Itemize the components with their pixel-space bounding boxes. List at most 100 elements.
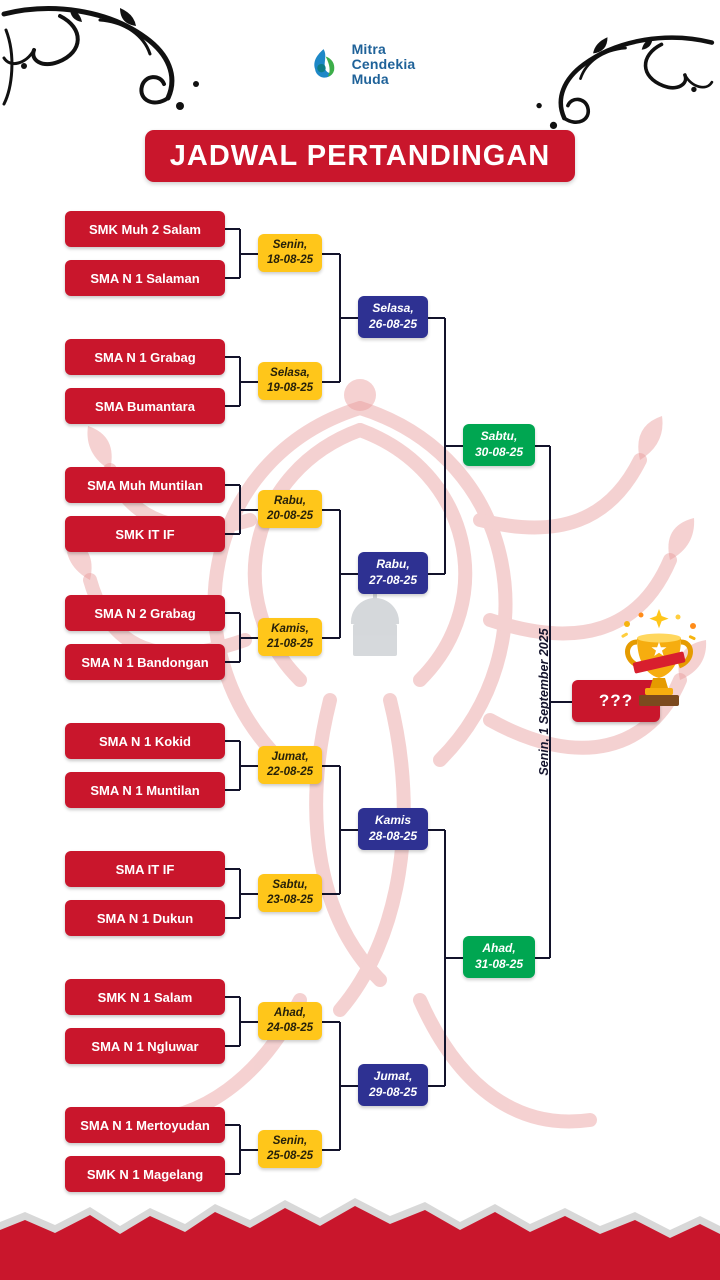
team-box: SMK N 1 Magelang — [65, 1156, 225, 1192]
connector-line — [225, 1124, 240, 1126]
torn-paper-edge — [0, 1198, 720, 1280]
match-date: 31-08-25 — [474, 957, 524, 971]
match-date-box: Senin, 25-08-25 — [258, 1130, 322, 1168]
match-day: Sabtu, — [272, 879, 308, 892]
connector-line — [445, 956, 463, 959]
connector-line — [340, 1084, 358, 1087]
connector-line — [225, 1173, 240, 1175]
connector-line — [340, 828, 358, 831]
team-box: SMK Muh 2 Salam — [65, 211, 225, 247]
match-4: SMA N 2 Grabag SMA N 1 Bandongan Kamis, … — [65, 595, 322, 682]
team-name: SMA N 1 Kokid — [99, 733, 191, 749]
page-title: JADWAL PERTANDINGAN — [169, 139, 551, 172]
logo-text-line: Muda — [351, 71, 389, 88]
team-name: SMK Muh 2 Salam — [89, 221, 201, 237]
team-name: SMA N 1 Dukun — [96, 910, 194, 926]
match-day: Ahad, — [482, 941, 516, 956]
connector-line — [240, 380, 258, 383]
team-name: SMA N 1 Bandongan — [81, 654, 209, 670]
team-name: SMA N 1 Muntilan — [90, 782, 200, 798]
match-3: SMA Muh Muntilan SMK IT IF Rabu, 20-08-2… — [65, 467, 322, 554]
connector-line — [322, 1020, 340, 1023]
match-date: 29-08-25 — [368, 1085, 418, 1099]
team-box: SMA N 1 Kokid — [65, 723, 225, 759]
match-day: Ahad, — [274, 1007, 306, 1020]
connector-line — [225, 533, 240, 535]
match-date: 26-08-25 — [368, 317, 418, 331]
team-name: SMA N 1 Mertoyudan — [80, 1117, 210, 1133]
match-day: Selasa, — [270, 367, 310, 380]
team-box: SMA Muh Muntilan — [65, 467, 225, 503]
team-box: SMA N 1 Mertoyudan — [65, 1107, 225, 1143]
team-box: SMA N 1 Dukun — [65, 900, 225, 936]
match-day: Senin, — [272, 1135, 308, 1148]
connector-line — [240, 764, 258, 767]
match-date: 30-08-25 — [474, 445, 524, 459]
team-name: SMK N 1 Salam — [97, 989, 193, 1005]
match-6: SMA IT IF SMA N 1 Dukun Sabtu, 23-08-25 — [65, 851, 322, 938]
team-box: SMK IT IF — [65, 516, 225, 552]
match-day: Jumat, — [271, 751, 309, 764]
team-name: SMK IT IF — [115, 526, 175, 542]
connector-line — [550, 700, 572, 703]
match-2: SMA N 1 Grabag SMA Bumantara Selasa, 19-… — [65, 339, 322, 426]
match-date: 27-08-25 — [368, 573, 418, 587]
match-date: 28-08-25 — [368, 829, 418, 843]
match-date: 21-08-25 — [266, 638, 314, 650]
match-8: SMA N 1 Mertoyudan SMK N 1 Magelang Seni… — [65, 1107, 322, 1194]
round2-date-box: Rabu, 27-08-25 — [358, 552, 428, 594]
connector-line — [225, 612, 240, 614]
connector-line — [225, 1045, 240, 1047]
match-date: 24-08-25 — [266, 1022, 314, 1034]
team-name: SMA N 1 Salaman — [90, 270, 200, 286]
team-box: SMA N 1 Muntilan — [65, 772, 225, 808]
connector-line — [428, 1084, 445, 1087]
connector-line — [428, 572, 445, 575]
connector-line — [428, 828, 445, 831]
logo-text: Mitra Cendekia Muda — [351, 41, 416, 88]
connector-line — [225, 917, 240, 919]
connector-line — [240, 508, 258, 511]
match-date: 20-08-25 — [266, 510, 314, 522]
logo-icon — [314, 48, 335, 78]
team-box: SMA N 1 Bandongan — [65, 644, 225, 680]
team-box: SMA N 1 Salaman — [65, 260, 225, 296]
trophy-icon — [621, 609, 696, 706]
match-date: 19-08-25 — [266, 382, 314, 394]
match-5: SMA N 1 Kokid SMA N 1 Muntilan Jumat, 22… — [65, 723, 322, 810]
connector-line — [225, 228, 240, 230]
connector-line — [225, 405, 240, 407]
match-date: 25-08-25 — [266, 1150, 314, 1162]
match-date: 22-08-25 — [266, 766, 314, 778]
team-name: SMA N 2 Grabag — [94, 605, 196, 621]
match-day: Senin, — [272, 239, 308, 252]
round2-date-box: Selasa, 26-08-25 — [358, 296, 428, 338]
connector-line — [322, 508, 340, 511]
match-day: Rabu, — [376, 557, 410, 572]
connector-line — [225, 789, 240, 791]
connector-line — [225, 484, 240, 486]
match-date-box: Sabtu, 23-08-25 — [258, 874, 322, 912]
match-day: Sabtu, — [480, 429, 518, 444]
team-box: SMA Bumantara — [65, 388, 225, 424]
final-date-vertical: Senin, 1 September 2025 — [537, 628, 551, 776]
connector-line — [225, 356, 240, 358]
logo-text-line: Cendekia — [351, 56, 416, 73]
match-7: SMK N 1 Salam SMA N 1 Ngluwar Ahad, 24-0… — [65, 979, 322, 1066]
connector-line — [340, 572, 358, 575]
match-day: Jumat, — [373, 1069, 413, 1084]
connector-line — [322, 1148, 340, 1151]
match-date: 23-08-25 — [266, 894, 314, 906]
match-day: Selasa, — [372, 301, 414, 316]
connector-line — [225, 661, 240, 663]
team-name: SMA N 1 Ngluwar — [91, 1038, 199, 1054]
team-box: SMA IT IF — [65, 851, 225, 887]
connector-line — [225, 868, 240, 870]
connector-line — [225, 996, 240, 998]
connector-line — [225, 277, 240, 279]
team-name: SMK N 1 Magelang — [86, 1166, 204, 1182]
connector-line — [322, 636, 340, 639]
connector-line — [428, 316, 445, 319]
corner-flourish-right — [536, 35, 715, 129]
team-name: SMA Muh Muntilan — [87, 477, 203, 493]
